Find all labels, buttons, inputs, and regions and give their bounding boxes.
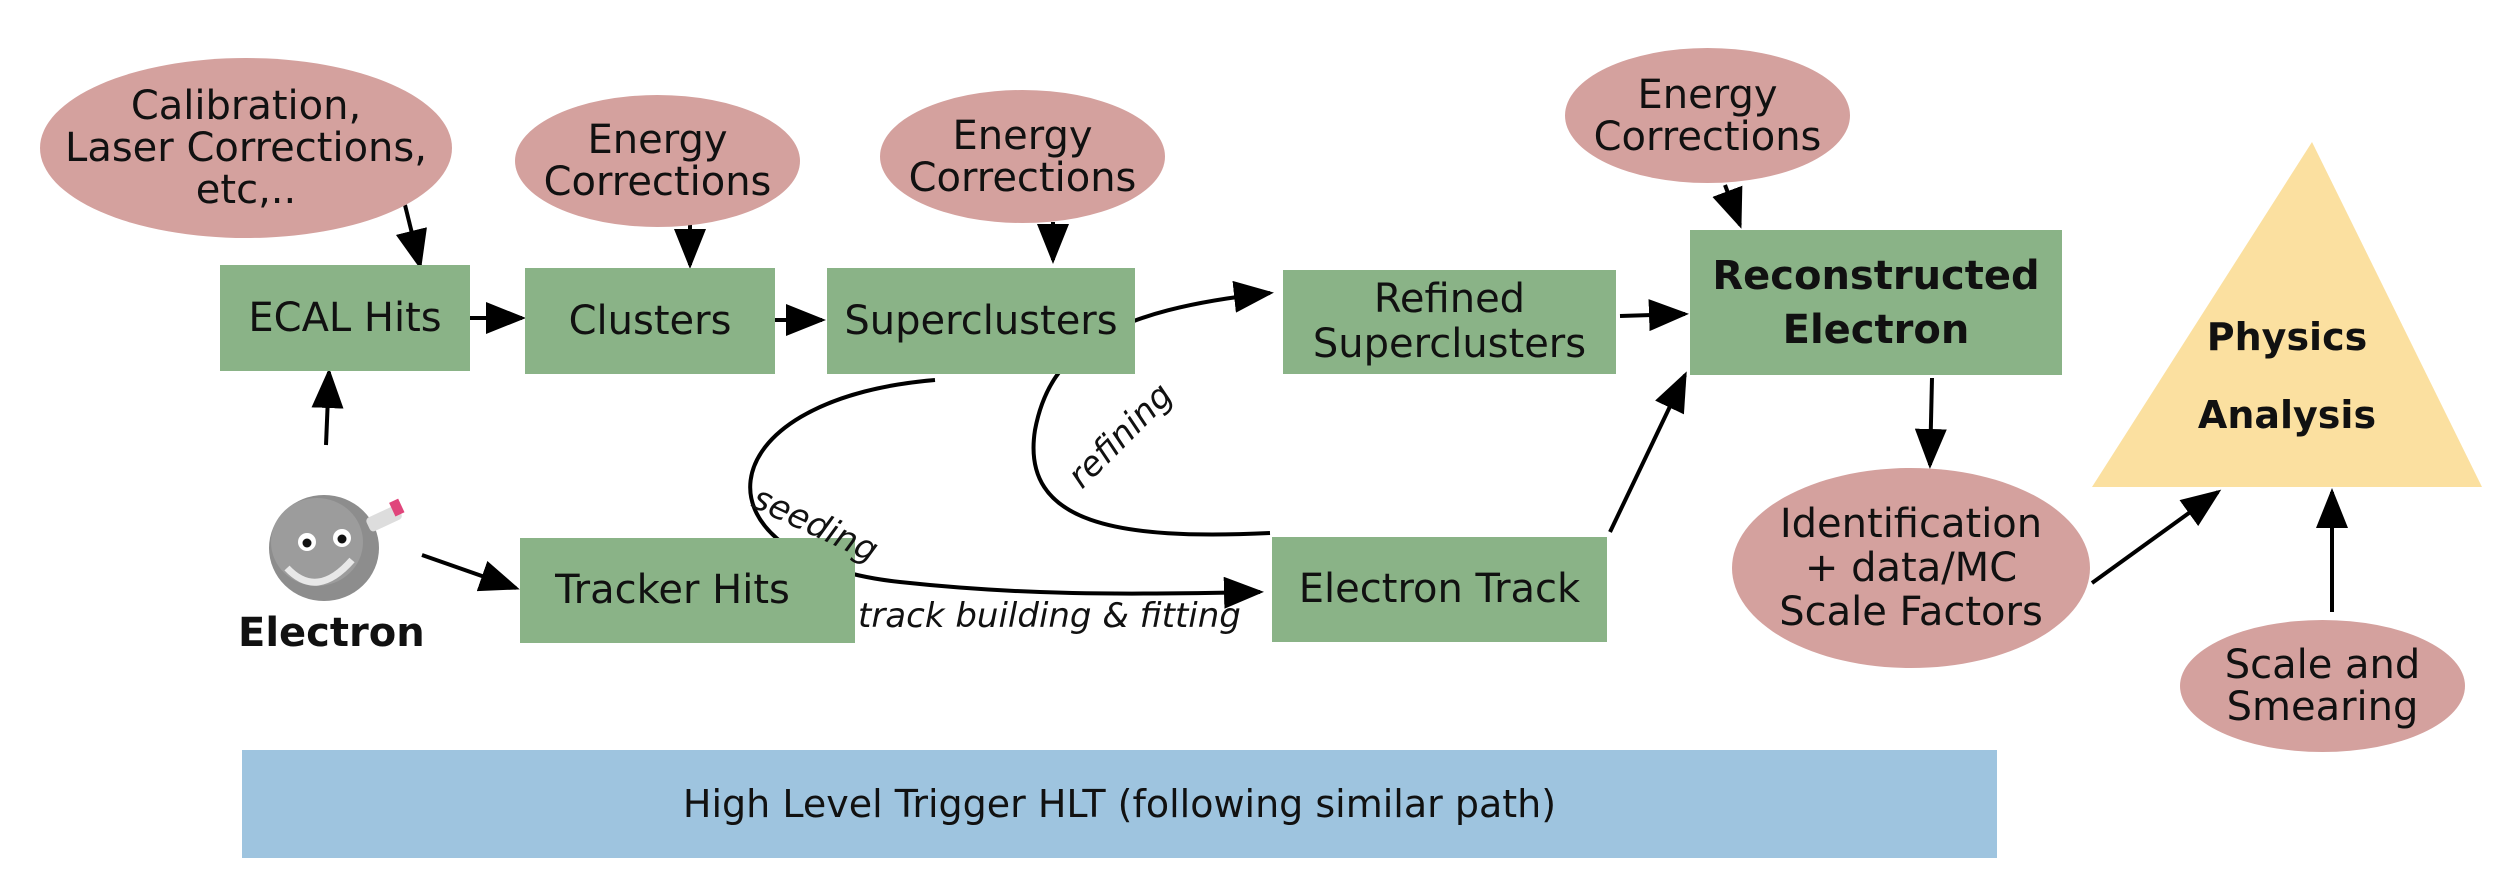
superclusters-label: Superclusters	[844, 297, 1118, 344]
electron-track-node: Electron Track	[1272, 537, 1607, 642]
identification-node: Identification + data/MC Scale Factors	[1732, 468, 2090, 668]
ecal-hits-node: ECAL Hits	[220, 265, 470, 371]
reconstructed-electron-label: Reconstructed Electron	[1712, 252, 2040, 353]
energy-corrections-electron-node: Energy Corrections	[1565, 48, 1850, 183]
energy-corrections-clusters-node: Energy Corrections	[515, 95, 800, 227]
energy-corrections-superclusters-node: Energy Corrections	[880, 90, 1165, 223]
analysis-label: Analysis	[2197, 393, 2377, 437]
arrow-track-to-reco	[1608, 371, 1687, 533]
arrow-electron-to-tracker	[421, 553, 520, 592]
arrow-identification-to-physics	[2090, 489, 2222, 585]
arrow-refining-curve	[1031, 280, 1274, 537]
hlt-label: High Level Trigger HLT (following simila…	[682, 782, 1557, 826]
hlt-bar: High Level Trigger HLT (following simila…	[242, 750, 1997, 858]
calibration-label: Calibration, Laser Corrections, etc,..	[65, 83, 427, 213]
electron-mascot-image	[269, 495, 405, 601]
energy-corrections-label: Energy Corrections	[1593, 71, 1822, 160]
superclusters-node: Superclusters	[827, 268, 1135, 374]
physics-label: Physics	[2206, 315, 2368, 359]
track-building-label: track building & fitting	[858, 596, 1241, 636]
refined-superclusters-label: Refined Superclusters	[1312, 276, 1587, 367]
arrow-refined-to-reco	[1619, 299, 1689, 332]
arrow-calibration-to-ecal	[395, 204, 427, 270]
physics-analysis-label: Physics Analysis	[2142, 318, 2432, 434]
arrow-energy3-to-reco	[1712, 184, 1743, 229]
clusters-node: Clusters	[525, 268, 775, 374]
arrow-electron-up-to-ecal	[311, 368, 344, 446]
calibration-node: Calibration, Laser Corrections, etc,..	[40, 58, 452, 238]
tracker-hits-label: Tracker Hits	[555, 567, 790, 614]
arrow-reco-to-identification	[1914, 377, 1947, 469]
electron-track-label: Electron Track	[1298, 566, 1581, 613]
physics-analysis-triangle	[2092, 142, 2482, 487]
energy-corrections-label: Energy Corrections	[543, 117, 772, 205]
electron-label: Electron	[238, 610, 425, 656]
clusters-label: Clusters	[568, 297, 732, 344]
reconstructed-electron-node: Reconstructed Electron	[1690, 230, 2062, 375]
ecal-hits-label: ECAL Hits	[248, 294, 442, 341]
refined-superclusters-node: Refined Superclusters	[1283, 270, 1616, 374]
identification-label: Identification + data/MC Scale Factors	[1779, 501, 2043, 635]
tracker-hits-node: Tracker Hits	[520, 538, 855, 643]
scale-smearing-node: Scale and Smearing	[2180, 620, 2465, 752]
scale-smearing-label: Scale and Smearing	[2224, 642, 2421, 730]
energy-corrections-label: Energy Corrections	[908, 112, 1137, 201]
